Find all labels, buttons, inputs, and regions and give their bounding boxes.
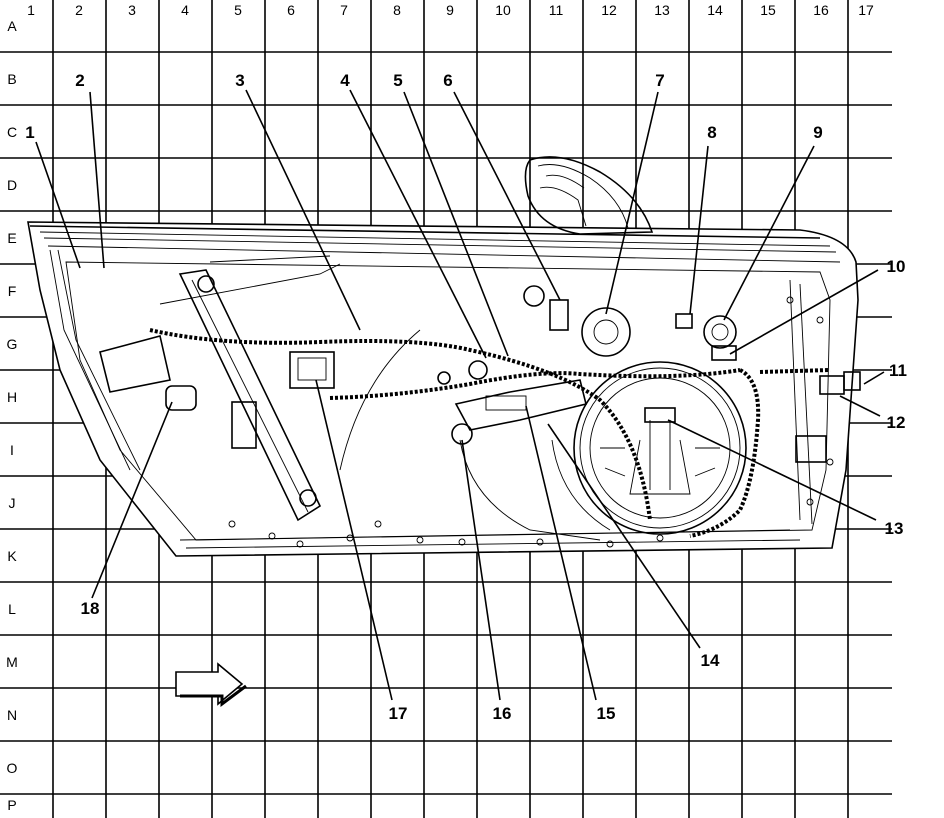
callout-1: 1	[25, 123, 34, 142]
callout-3: 3	[235, 71, 244, 90]
leader-lines	[35, 89, 885, 701]
column-label: 5	[234, 2, 242, 18]
callout-11: 11	[889, 361, 907, 380]
row-label: B	[7, 71, 16, 87]
motors	[437, 285, 737, 445]
callout-15: 15	[597, 704, 616, 723]
callout-7: 7	[655, 71, 664, 90]
callout-16: 16	[493, 704, 512, 723]
row-label: L	[8, 601, 16, 617]
callout-4: 4	[340, 71, 350, 90]
column-label: 10	[495, 2, 511, 18]
column-labels: 1 2 3 4 5 6 7 8 9 10 11 12 13 14 15 16 1…	[27, 2, 874, 18]
door-panel	[27, 221, 859, 557]
column-label: 14	[707, 2, 723, 18]
row-labels: A B C D E F G H I J K L M N O P	[6, 18, 18, 813]
row-label: O	[7, 760, 18, 776]
column-label: 9	[446, 2, 454, 18]
column-label: 12	[601, 2, 617, 18]
callout-17: 17	[389, 704, 408, 723]
door-speaker	[573, 361, 747, 535]
callout-14: 14	[701, 651, 720, 670]
callout-labels: 1 2 3 4 5 6 7 8 9 10 11 12 13 14 15 16 1…	[25, 71, 907, 723]
row-label: I	[10, 442, 14, 458]
row-label: P	[7, 797, 16, 813]
column-label: 13	[654, 2, 670, 18]
row-label: N	[7, 707, 17, 723]
column-label: 7	[340, 2, 348, 18]
modules	[99, 299, 861, 463]
column-label: 1	[27, 2, 35, 18]
callout-10: 10	[887, 257, 906, 276]
row-label: J	[9, 495, 16, 511]
column-label: 17	[858, 2, 874, 18]
callout-2: 2	[75, 71, 84, 90]
column-label: 8	[393, 2, 401, 18]
column-label: 2	[75, 2, 83, 18]
row-label: A	[7, 18, 17, 34]
row-label: E	[7, 230, 16, 246]
wiring-harness	[149, 328, 831, 541]
callout-6: 6	[443, 71, 452, 90]
callout-13: 13	[885, 519, 904, 538]
row-label: M	[6, 654, 18, 670]
row-label: C	[7, 124, 17, 140]
column-label: 11	[549, 2, 564, 18]
fasteners	[228, 296, 834, 548]
column-label: 3	[128, 2, 136, 18]
callout-5: 5	[393, 71, 402, 90]
row-label: K	[7, 548, 17, 564]
column-label: 6	[287, 2, 295, 18]
window-switch-module	[289, 351, 335, 389]
outside-mirror	[524, 156, 654, 235]
forward-arrow-icon	[175, 662, 247, 707]
callout-12: 12	[887, 413, 906, 432]
row-label: G	[7, 336, 18, 352]
column-label: 15	[760, 2, 776, 18]
row-label: D	[7, 177, 17, 193]
row-label: F	[8, 283, 17, 299]
column-label: 4	[181, 2, 189, 18]
callout-9: 9	[813, 123, 822, 142]
callout-18: 18	[81, 599, 100, 618]
callout-8: 8	[707, 123, 716, 142]
window-regulator	[159, 255, 341, 522]
row-label: H	[7, 389, 17, 405]
door-outline	[27, 221, 859, 557]
column-label: 16	[813, 2, 829, 18]
